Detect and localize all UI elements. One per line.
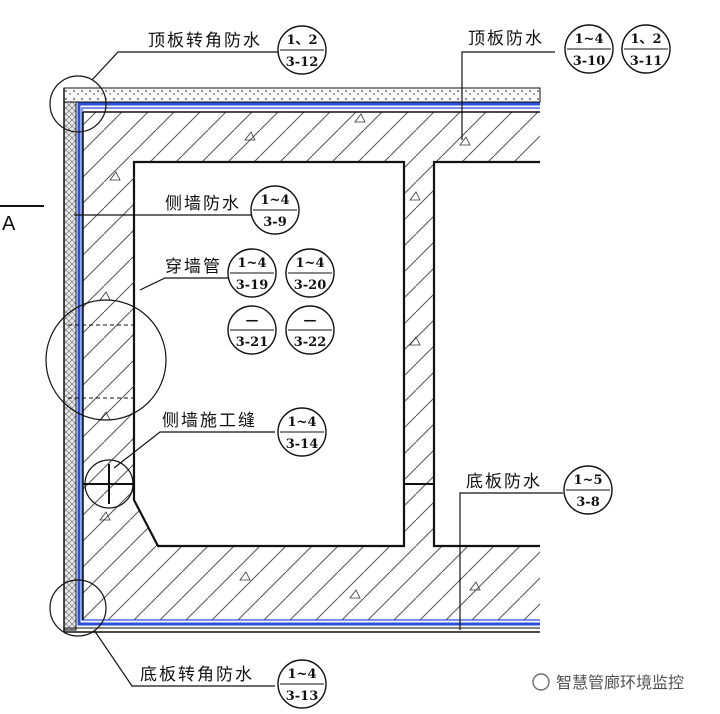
svg-text:3-11: 3-11 <box>630 54 663 69</box>
svg-text:1~4: 1~4 <box>288 667 317 682</box>
wechat-icon <box>532 673 550 691</box>
ref-pipe-1: 1~4 3-19 <box>227 248 277 298</box>
svg-text:3-21: 3-21 <box>236 335 269 350</box>
ref-roof-1: 1~4 3-10 <box>564 24 614 74</box>
roof-protection-layer <box>63 87 541 103</box>
svg-text:1、2: 1、2 <box>630 32 661 47</box>
detail-circle-pipe <box>45 299 167 421</box>
section-marker: A <box>2 213 16 235</box>
detail-circle-floor-corner <box>49 579 107 637</box>
ref-joint-1: 1~4 3-14 <box>277 407 327 457</box>
ref-roof-corner-1: 1、2 3-12 <box>277 25 327 75</box>
svg-text:3-19: 3-19 <box>236 278 269 293</box>
svg-text:3-13: 3-13 <box>286 689 319 704</box>
svg-text:智慧管廊环境监控: 智慧管廊环境监控 <box>556 673 684 692</box>
pipe-label: 穿墙管 <box>165 257 222 277</box>
waterproof-membrane-inner <box>81 107 540 621</box>
concrete-structure <box>83 112 540 620</box>
watermark: 智慧管廊环境监控 <box>532 673 684 692</box>
floor-corner-label: 底板转角防水 <box>140 665 254 685</box>
waterproof-membrane <box>77 102 540 626</box>
left-cell-outline <box>132 160 540 548</box>
svg-text:3-14: 3-14 <box>286 437 319 452</box>
ref-roof-2: 1、2 3-11 <box>621 24 671 74</box>
ref-pipe-2: 1~4 3-20 <box>285 248 335 298</box>
ref-pipe-4: — 3-22 <box>285 305 335 355</box>
svg-text:3-8: 3-8 <box>576 495 600 510</box>
ref-side-wall-1: 1~4 3-9 <box>250 185 300 235</box>
leader-lines <box>74 51 563 687</box>
svg-text:1~4: 1~4 <box>261 193 290 208</box>
svg-text:3-9: 3-9 <box>263 215 287 230</box>
svg-text:1~4: 1~4 <box>575 32 604 47</box>
svg-text:3-22: 3-22 <box>294 335 327 350</box>
svg-text:1、2: 1、2 <box>286 33 317 48</box>
svg-text:1~4: 1~4 <box>238 256 267 271</box>
svg-text:3-10: 3-10 <box>573 54 606 69</box>
joint-label: 侧墙施工缝 <box>162 411 257 431</box>
detail-circle-roof-corner <box>49 75 107 133</box>
svg-text:1~4: 1~4 <box>288 415 317 430</box>
detail-circle-joint <box>84 459 134 509</box>
ref-floor-corner-1: 1~4 3-13 <box>277 659 327 709</box>
svg-text:—: — <box>246 313 259 328</box>
svg-text:3-20: 3-20 <box>294 278 327 293</box>
roof-label: 顶板防水 <box>468 29 544 49</box>
svg-text:1~5: 1~5 <box>574 473 603 488</box>
svg-text:1~4: 1~4 <box>296 256 325 271</box>
svg-text:—: — <box>304 313 317 328</box>
floor-label: 底板防水 <box>466 472 542 492</box>
roof-corner-label: 顶板转角防水 <box>148 31 262 51</box>
ref-pipe-3: — 3-21 <box>227 305 277 355</box>
wall-protection-layer <box>63 101 77 631</box>
side-wall-label: 侧墙防水 <box>165 194 241 214</box>
svg-text:3-12: 3-12 <box>286 55 319 70</box>
ref-floor-1: 1~5 3-8 <box>563 465 613 515</box>
